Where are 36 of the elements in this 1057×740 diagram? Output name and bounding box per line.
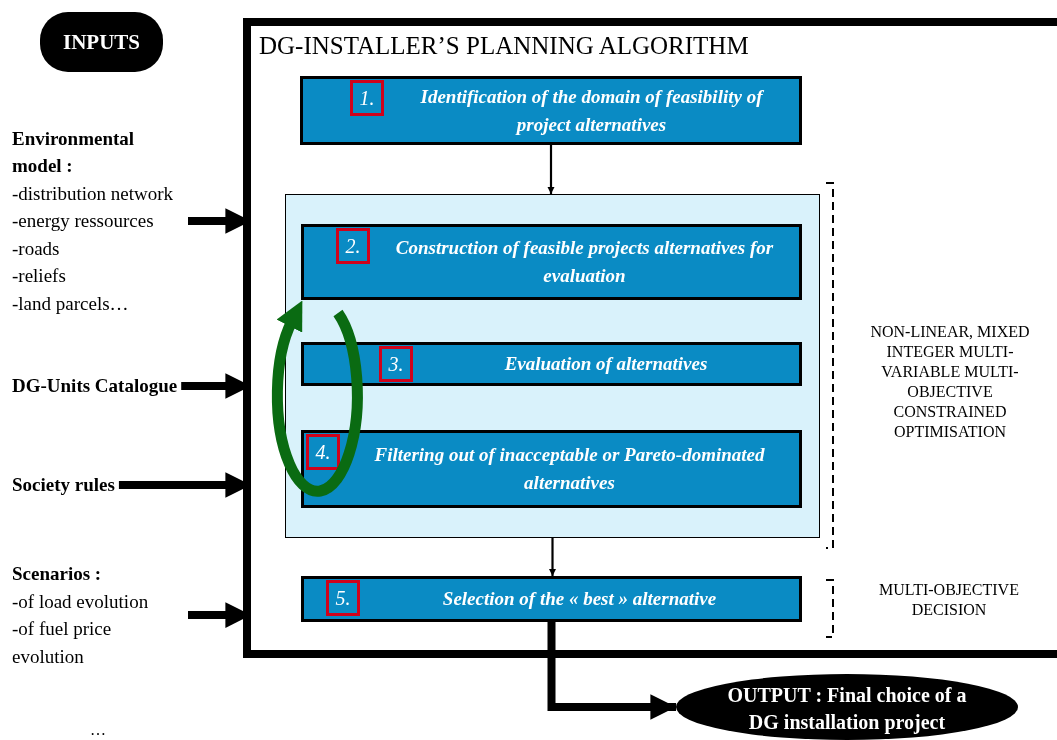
algorithm-frame [243, 18, 1057, 658]
step-text: Construction of feasible projects alternatives for evaluation [394, 236, 775, 288]
input-item: -of fuel price evolution [12, 617, 113, 669]
arrow [547, 622, 676, 720]
input-label: INPUTS [40, 12, 163, 72]
input-item: -distribution network [12, 181, 174, 206]
output-oval: OUTPUT : Final choice of a DG installation project [676, 674, 1018, 740]
input-heading: Society rules [12, 473, 115, 498]
annotation-text: MULTI-OBJECTIVE DECISION [878, 580, 1020, 620]
process-box [301, 224, 802, 300]
arrow [549, 538, 556, 576]
step-number: 5. [326, 580, 360, 616]
annotation-text: NON-LINEAR, MIXED INTEGER MULTI-VARIABLE MULTI-OBJECTIVE CONSTRAINED OPTIMISATION [870, 322, 1030, 442]
step-number: 2. [336, 228, 370, 264]
input-item: -land parcels… [12, 291, 130, 316]
step-text: Selection of the « best » alternative [441, 587, 718, 612]
frame-title: DG-INSTALLER’S PLANNING ALGORITHM [259, 32, 749, 60]
input-heading: Scenarios : [12, 562, 103, 586]
process-box [301, 430, 802, 508]
input-item: -roads [12, 236, 61, 261]
step-text: Identification of the domain of feasibility of project alternatives [419, 84, 765, 137]
input-item: -energy ressources [12, 209, 155, 234]
arrow [547, 145, 555, 194]
process-box [301, 576, 802, 622]
input-item: -of load evolution [12, 589, 150, 614]
step-text: Filtering out of inacceptable or Pareto-dominated alternatives [373, 443, 766, 495]
input-heading: DG-Units Catalogue [12, 374, 178, 399]
step-number: 1. [350, 80, 384, 116]
input-heading: Environmental model : [12, 126, 136, 179]
step-text: Evaluation of alternatives [503, 352, 709, 377]
process-box [300, 76, 802, 145]
process-box [301, 342, 802, 386]
step-number: 3. [379, 346, 413, 382]
input-item: -reliefs [12, 264, 67, 289]
step-number: 4. [306, 434, 340, 470]
annotation-text: … [89, 720, 107, 740]
